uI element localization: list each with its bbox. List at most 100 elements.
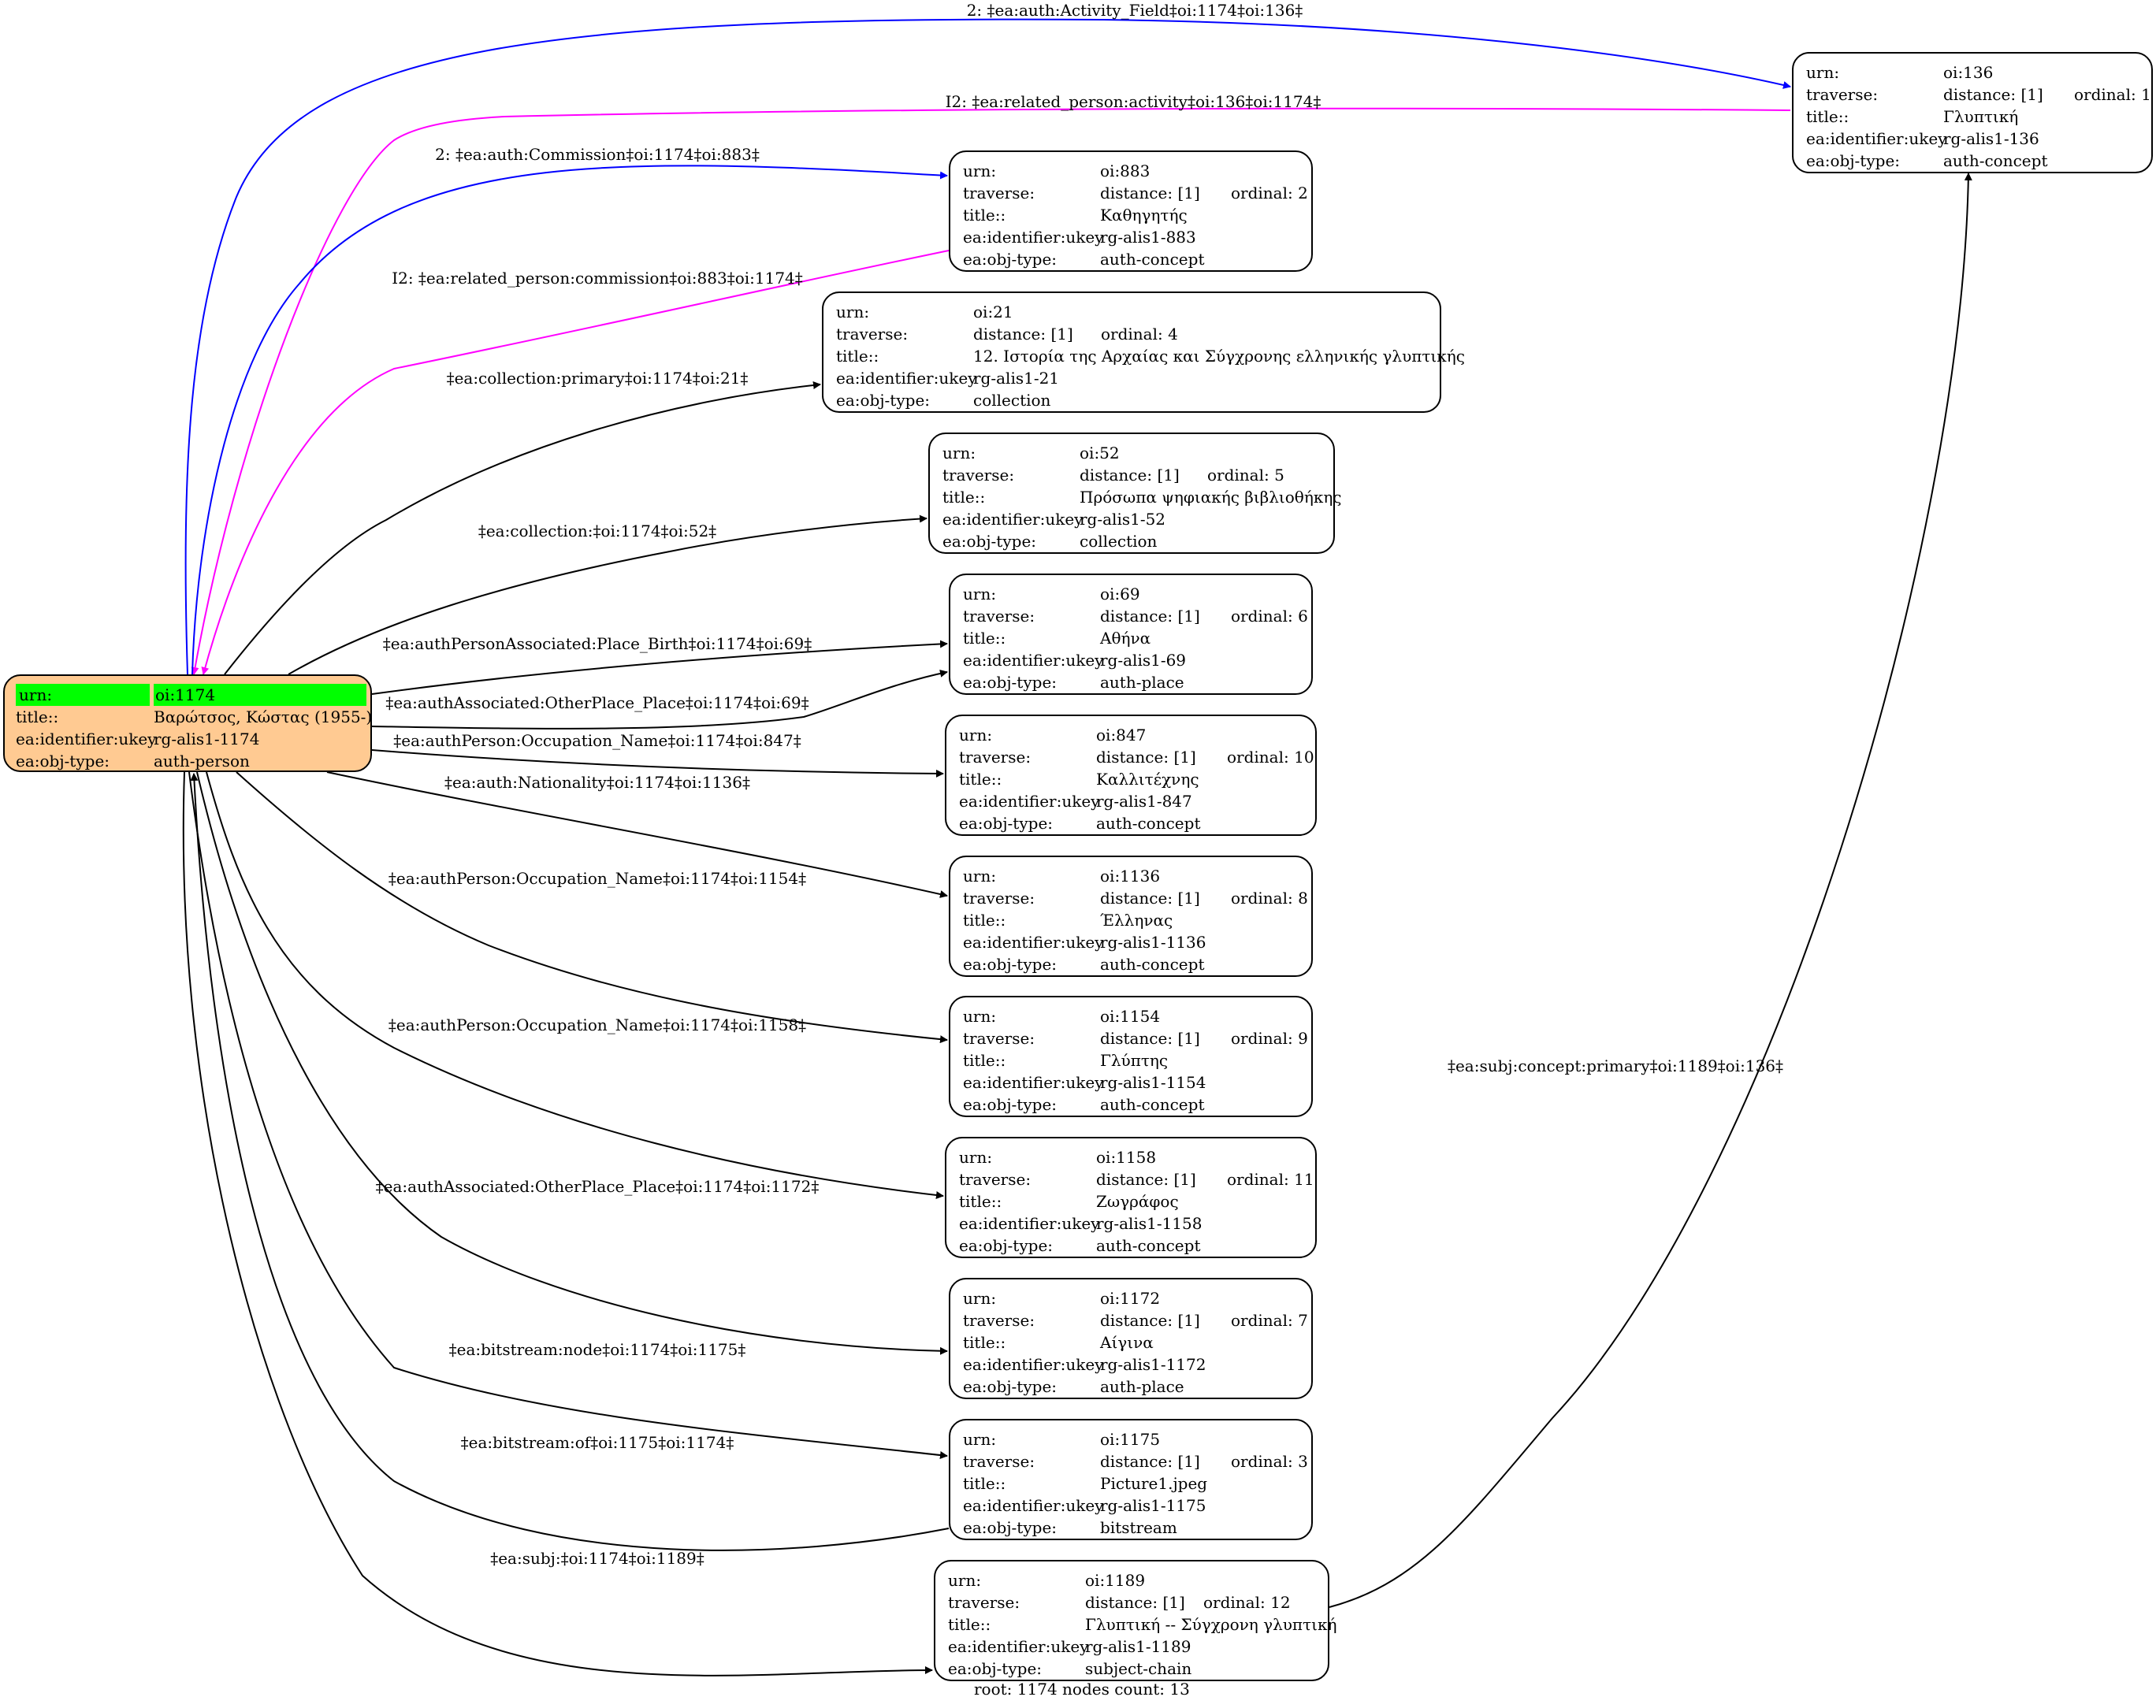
edge-label-3: I2: ‡ea:related_person:commission‡oi:883… [392, 269, 803, 288]
row-value: oi:1136 [1100, 867, 1161, 886]
node-row-traverse: traverse:distance: [1]ordinal: 2 [963, 182, 1308, 204]
row-value: distance: [1] [1085, 1593, 1185, 1612]
node-row-urn: urn: oi:1189 [948, 1569, 1317, 1591]
root-row-type: ea:obj-type: auth-person [16, 750, 362, 772]
node-row-traverse: traverse:distance: [1]ordinal: 3 [963, 1450, 1308, 1472]
edge-line-6 [371, 640, 948, 695]
root-row-title: title:: Βαρώτσος, Κώστας (1955-) [16, 706, 372, 728]
edge-line-11 [206, 771, 944, 1199]
row-key: traverse: [959, 1170, 1032, 1189]
node-row-urn: urn:oi:1154 [963, 1005, 1300, 1027]
row-key: ea:obj-type: [959, 1236, 1054, 1255]
node-row-title: title::Γλυπτική -- Σύγχρονη γλυπτική [948, 1613, 1336, 1636]
node-row-type: ea:obj-type: auth-concept [959, 1235, 1304, 1257]
row-value: Αίγινα [1100, 1333, 1154, 1352]
row-key: ea:obj-type: [942, 532, 1037, 551]
row-key: ea:identifier:ukey [963, 1073, 1104, 1092]
node-row-title: title::Καλλιτέχνης [959, 768, 1304, 790]
row-value: Ζωγράφος [1096, 1192, 1179, 1211]
edge-line-4 [224, 381, 821, 675]
node-row-urn: urn:oi:1175 [963, 1428, 1300, 1450]
row-value: auth-concept [1096, 1236, 1201, 1255]
node-row-traverse: traverse:distance: [1]ordinal: 10 [959, 746, 1314, 768]
node-row-urn: urn:oi:883 [963, 160, 1300, 182]
row-value: auth-concept [1100, 250, 1205, 269]
edge-line-13 [188, 771, 948, 1459]
row-value: Καθηγητής [1100, 206, 1188, 225]
row-key: ea:obj-type: [963, 1095, 1058, 1114]
edge-line-7 [371, 669, 948, 730]
edge-line-14 [190, 773, 950, 1551]
row-key: ea:identifier:ukey [963, 651, 1104, 670]
edge-label-16: ‡ea:subj:concept:primary‡oi:1189‡oi:136‡ [1448, 1056, 1783, 1075]
row-value: 12. Ιστορία της Αρχαίας και Σύγχρονης ελ… [973, 347, 1465, 366]
row-key: title:: [963, 1474, 1006, 1493]
row-value: rg-alis1-1172 [1100, 1355, 1206, 1374]
edge-line-0 [184, 18, 1791, 675]
node-row-traverse: traverse:distance: [1]ordinal: 7 [963, 1309, 1308, 1331]
root-node[interactable]: urn: oi:1174 title:: Βαρώτσος, Κώστας (1… [3, 674, 372, 772]
node-row-type: ea:obj-type:auth-concept [959, 812, 1304, 834]
node-row-traverse: traverse:distance: [1]ordinal: 8 [963, 887, 1308, 909]
node-row-urn: urn:oi:1158 [959, 1146, 1304, 1168]
row-key: title:: [1806, 107, 1849, 126]
node-row-title: title::Ζωγράφος [959, 1190, 1304, 1212]
edge-label-9: ‡ea:auth:Nationality‡oi:1174‡oi:1136‡ [444, 773, 750, 792]
row-value: rg-alis1-883 [1100, 228, 1196, 247]
node-row-traverse: traverse:distance: [1]ordinal: 6 [963, 605, 1308, 627]
node-row-title: title::Γλύπτης [963, 1049, 1300, 1071]
edge-line-3 [201, 250, 950, 675]
row-key: urn: [963, 867, 997, 886]
node-row-type: ea:obj-type:auth-place [963, 671, 1300, 693]
row-ordinal: ordinal: 2 [1231, 184, 1308, 202]
row-key: urn: [1806, 63, 1840, 82]
row-key: urn: [963, 1430, 997, 1449]
row-key: title:: [963, 1051, 1006, 1070]
row-key: ea:obj-type: [963, 1518, 1058, 1537]
row-key: ea:identifier:ukey [963, 933, 1104, 952]
row-key: urn: [959, 726, 993, 744]
row-key: ea:identifier:ukey [959, 1214, 1100, 1233]
row-value: Βαρώτσος, Κώστας (1955-) [154, 707, 373, 726]
row-value: rg-alis1-1136 [1100, 933, 1206, 952]
row-key: title:: [942, 488, 986, 507]
row-value: oi:1189 [1085, 1571, 1146, 1590]
edge-label-13: ‡ea:bitstream:node‡oi:1174‡oi:1175‡ [449, 1340, 746, 1359]
row-key: ea:obj-type: [1806, 151, 1901, 170]
edge-line-10 [236, 771, 948, 1044]
row-value: oi:883 [1100, 162, 1150, 180]
edge-label-4: ‡ea:collection:primary‡oi:1174‡oi:21‡ [447, 369, 749, 388]
row-key: urn: [948, 1571, 982, 1590]
row-value: oi:1158 [1096, 1148, 1157, 1167]
node-row-traverse: traverse:distance: [1]ordinal: 4 [836, 323, 1429, 345]
root-row-urn: urn: oi:1174 [16, 684, 366, 706]
edge-line-5 [288, 514, 927, 675]
row-key: ea:identifier:ukey [942, 510, 1084, 529]
row-key: ea:identifier:ukey [836, 369, 977, 388]
row-ordinal: ordinal: 3 [1231, 1452, 1308, 1471]
node-row-title: title::Picture1.jpeg [963, 1472, 1300, 1494]
root-row-ukey: ea:identifier:ukey rg-alis1-1174 [16, 728, 362, 750]
node-row-title: title::Καθηγητής [963, 204, 1300, 226]
row-key: title:: [963, 629, 1006, 648]
edge-line-15 [182, 771, 933, 1676]
row-value: oi:52 [1080, 444, 1120, 462]
row-value: collection [1080, 532, 1158, 551]
row-value: auth-concept [1943, 151, 2048, 170]
row-value: auth-place [1100, 1377, 1184, 1396]
row-value: oi:1154 [1100, 1007, 1161, 1026]
row-value: Καλλιτέχνης [1096, 770, 1199, 789]
